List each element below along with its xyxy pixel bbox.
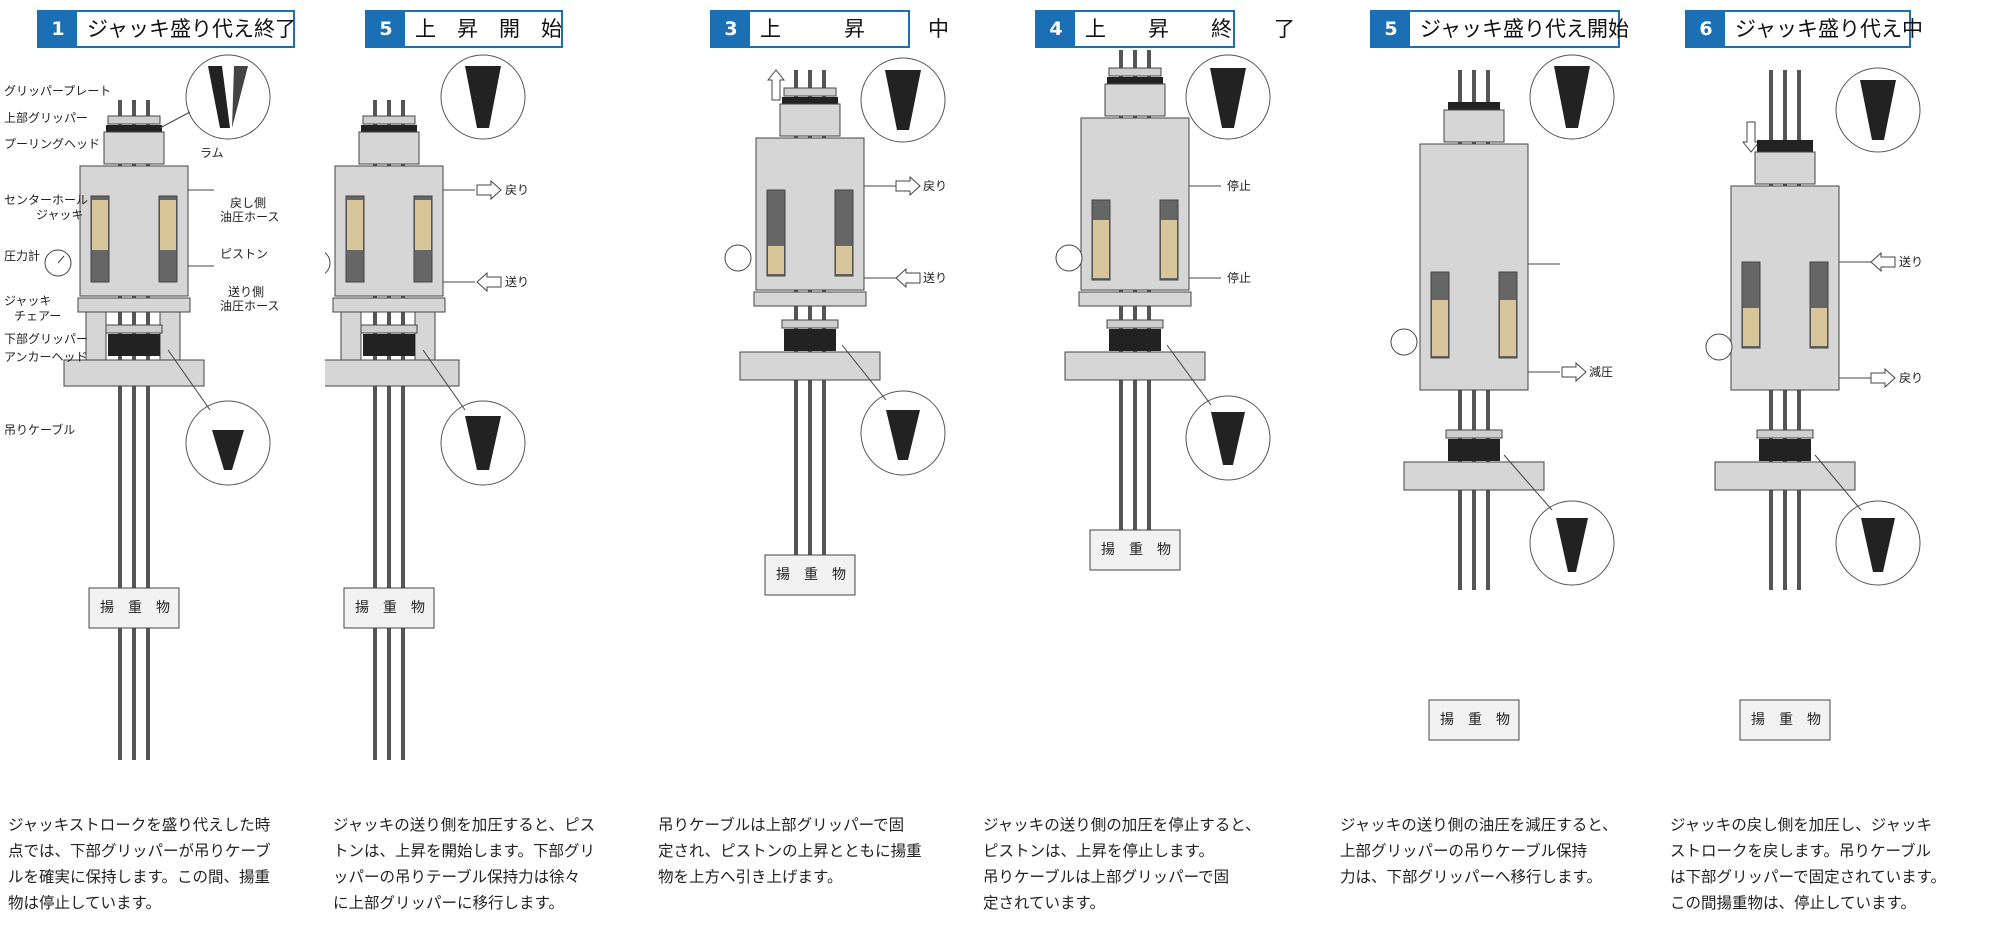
caption-line: 定され、ピストンの上昇とともに揚重 [658,842,922,860]
caption-line: 吊りケーブルは上部グリッパーで固 [658,816,905,834]
label-return-side: 戻し側 [230,196,267,210]
caption-line: ストロークを戻します。吊りケーブル [1670,842,1932,860]
caption-line: ピストンは、上昇を停止します。 [983,842,1214,860]
label-anchor-head: アンカーヘッド [4,350,88,364]
caption: ジャッキの送り側の加圧を停止すると、 ピストンは、上昇を停止します。 吊りケーブ… [983,812,1283,916]
load-label: 揚 重 物 [776,567,846,583]
caption-line: ジャッキの戻し側を加圧し、ジャッキ [1670,816,1932,834]
label-feed-side: 送り側 [228,285,265,299]
arrow-label-bottom: 停止 [1227,271,1252,285]
step-header: 6 ジャッキ盛り代え中 [1685,10,1923,48]
caption-line: 物は停止しています。 [8,894,161,912]
caption-line: 物を上方へ引き上げます。 [658,868,843,886]
caption-line: 吊りケーブルは上部グリッパーで固 [983,868,1230,886]
label-pressure-gauge: 圧力計 [4,249,41,263]
caption-line: ルを確実に保持します。この間、揚重 [8,868,270,886]
step-title: 上 昇 終 了 [1085,17,1295,41]
load-label: 揚 重 物 [355,600,425,616]
label-jack-chair-1: ジャッキ [4,294,52,308]
label-hose-feed: 油圧ホース [220,299,280,313]
panel-2: 5 上 昇 開 始 揚 重 物 戻り 送り ジャッキの送り側を加 [325,0,650,930]
caption: 吊りケーブルは上部グリッパーで固 定され、ピストンの上昇とともに揚重 物を上方へ… [658,812,958,890]
caption-line: 力は、下部グリッパーへ移行します。 [1340,868,1602,886]
label-center-hole: センターホール [4,193,89,207]
step-header: 1 ジャッキ盛り代え終了 [37,10,296,48]
step-number: 4 [1037,12,1075,46]
step-number: 6 [1687,12,1725,46]
load-label: 揚 重 物 [100,600,170,616]
arrow-label-bottom: 戻り [1899,371,1924,385]
arrow-label-top: 戻り [505,183,530,197]
label-hanging-cable: 吊りケーブル [4,423,76,437]
label-jack: ジャッキ [36,208,84,222]
arrow-label-top: 送り [1899,255,1924,269]
jack-diagram [1705,67,1921,741]
step-number: 3 [712,12,750,46]
step-title: ジャッキ盛り代え終了 [87,17,296,41]
load-label: 揚 重 物 [1101,542,1171,558]
caption: ジャッキの送り側を加圧すると、ピス トンは、上昇を開始します。下部グリ ッパーの… [333,812,633,916]
caption-line: ジャッキの送り側の加圧を停止すると、 [983,816,1261,834]
step-header: 5 上 昇 開 始 [365,10,563,48]
caption-line: 定されています。 [983,894,1105,912]
jack-diagram [44,54,271,760]
label-hose-return: 油圧ホース [220,210,280,224]
load-label: 揚 重 物 [1751,712,1821,728]
label-piston: ピストン [220,247,269,261]
arrow-label-bottom: 減圧 [1589,365,1614,379]
panel-6: 6 ジャッキ盛り代え中 揚 重 物 送り 戻り ジャッキの戻し側を加圧し、ジャッ… [1625,0,1950,930]
step-number: 5 [1372,12,1410,46]
label-lower-gripper: 下部グリッパー [4,332,89,346]
load-label: 揚 重 物 [1440,712,1510,728]
label-jack-chair-2: チェアー [14,309,62,323]
jack-diagram [325,54,526,760]
panel-3: 3 上 昇 中 揚 重 物 戻り 送り 吊りケーブルは上部グリッパ [650,0,975,930]
caption-line: 上部グリッパーの吊りケーブル保持 [1340,842,1588,860]
arrow-label-top: 戻り [923,179,948,193]
jack-diagram [724,57,946,596]
jack-diagram [1390,54,1615,741]
caption-line: ジャッキストロークを盛り代えした時 [8,816,271,834]
caption-line: トンは、上昇を開始します。下部グリ [333,842,595,860]
step-title: ジャッキ盛り代え中 [1735,17,1923,41]
caption-line: ジャッキの送り側の油圧を減圧すると、 [1340,816,1618,834]
caption-line: 点では、下部グリッパーが吊りケーブ [8,842,271,860]
caption-line: ッパーの吊りテーブル保持力は徐々 [333,868,581,886]
panel-5: 5 ジャッキ盛り代え開始 揚 重 物 減圧 ジャッキの送り側の油圧を減圧すると、… [1300,0,1629,930]
step-title: ジャッキ盛り代え開始 [1420,17,1629,41]
caption: ジャッキの戻し側を加圧し、ジャッキ ストロークを戻します。吊りケーブル は下部グ… [1670,812,1970,916]
label-pulling-head: プーリングヘッド [4,137,101,151]
caption-line: ジャッキの送り側を加圧すると、ピス [333,816,596,834]
step-header: 5 ジャッキ盛り代え開始 [1370,10,1629,48]
label-gripper-plate: グリッパープレート [4,84,112,98]
arrow-label-bottom: 送り [505,275,530,289]
caption-line: は下部グリッパーで固定されています。 [1670,868,1947,886]
label-upper-gripper: 上部グリッパー [4,111,89,125]
step-header: 4 上 昇 終 了 [1035,10,1295,48]
step-title: 上 昇 開 始 [415,17,562,41]
caption-line: に上部グリッパーに移行します。 [333,894,564,912]
arrow-label-bottom: 送り [923,271,948,285]
jack-diagram [1055,50,1271,571]
step-header: 3 上 昇 中 [710,10,949,48]
caption: ジャッキストロークを盛り代えした時 点では、下部グリッパーが吊りケーブ ルを確実… [8,812,308,916]
step-number: 1 [39,12,77,46]
step-title: 上 昇 中 [760,17,949,41]
caption: ジャッキの送り側の油圧を減圧すると、 上部グリッパーの吊りケーブル保持 力は、下… [1340,812,1640,890]
caption-line: この間揚重物は、停止しています。 [1670,894,1916,912]
panel-4: 4 上 昇 終 了 揚 重 物 停止 停止 ジャッキの送り側の加圧を停止すると、… [975,0,1300,930]
step-number: 5 [367,12,405,46]
arrow-label-top: 停止 [1227,179,1252,193]
panel-1: 1 ジャッキ盛り代え終了 [0,0,325,930]
label-ram: ラム [200,146,224,160]
